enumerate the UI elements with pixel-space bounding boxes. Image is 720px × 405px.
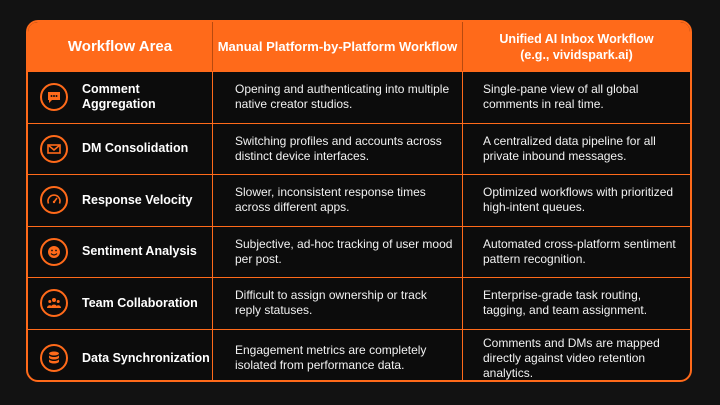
workflow-area-cell: Response Velocity <box>28 175 213 226</box>
table-header: Workflow Area Manual Platform-by-Platfor… <box>28 22 690 71</box>
workflow-area-cell: DM Consolidation <box>28 123 213 174</box>
unified-workflow-cell: A centralized data pipeline for all priv… <box>483 133 656 163</box>
header-unified-workflow: Unified AI Inbox Workflow (e.g., vividsp… <box>463 22 690 71</box>
header-manual-workflow: Manual Platform-by-Platform Workflow <box>213 22 463 71</box>
workflow-area-cell: Team Collaboration <box>28 278 213 329</box>
workflow-area-label: Comment Aggregation <box>82 82 156 112</box>
envelope-icon <box>40 134 68 163</box>
manual-workflow-cell: Engagement metrics are completely isolat… <box>213 329 463 380</box>
table-row: DM Consolidation Switching profiles and … <box>28 122 690 174</box>
manual-workflow-cell: Difficult to assign ownership or track r… <box>213 278 463 329</box>
smiley-face-icon <box>40 237 68 266</box>
workflow-area-label: Data Synchronization <box>82 350 210 365</box>
header-unified-title: Unified AI Inbox Workflow <box>499 31 654 46</box>
manual-workflow-cell: Switching profiles and accounts across d… <box>213 123 463 174</box>
header-workflow-area: Workflow Area <box>28 22 213 71</box>
table-row: Sentiment Analysis Subjective, ad-hoc tr… <box>28 225 690 277</box>
unified-workflow-cell: Automated cross-platform sentiment patte… <box>483 236 676 266</box>
workflow-area-label: Response Velocity <box>82 192 193 207</box>
table-row: Comment Aggregation Opening and authenti… <box>28 71 690 123</box>
table-row: Data Synchronization Engagement metrics … <box>28 328 690 380</box>
workflow-area-label: Team Collaboration <box>82 295 198 310</box>
workflow-area-label: DM Consolidation <box>82 141 189 156</box>
comparison-table: Workflow Area Manual Platform-by-Platfor… <box>26 20 692 382</box>
speedometer-icon <box>40 186 68 215</box>
table-row: Team Collaboration Difficult to assign o… <box>28 277 690 329</box>
unified-workflow-cell: Single-pane view of all global comments … <box>483 82 639 112</box>
manual-workflow-cell: Opening and authenticating into multiple… <box>213 72 463 123</box>
workflow-area-cell: Data Synchronization <box>28 329 213 380</box>
comment-bubble-icon <box>40 83 68 112</box>
manual-workflow-cell: Slower, inconsistent response times acro… <box>213 175 463 226</box>
workflow-area-cell: Comment Aggregation <box>28 72 213 123</box>
manual-workflow-cell: Subjective, ad-hoc tracking of user mood… <box>213 226 463 277</box>
workflow-area-label: Sentiment Analysis <box>82 244 197 259</box>
table-row: Response Velocity Slower, inconsistent r… <box>28 174 690 226</box>
unified-workflow-cell: Comments and DMs are mapped directly aga… <box>483 335 660 380</box>
header-unified-example: (e.g., vividspark.ai) <box>520 47 633 62</box>
database-icon <box>40 344 68 372</box>
unified-workflow-cell: Enterprise-grade task routing, tagging, … <box>483 288 648 318</box>
unified-workflow-cell: Optimized workflows with prioritized hig… <box>483 185 674 215</box>
team-users-icon <box>40 289 68 318</box>
workflow-area-cell: Sentiment Analysis <box>28 226 213 277</box>
